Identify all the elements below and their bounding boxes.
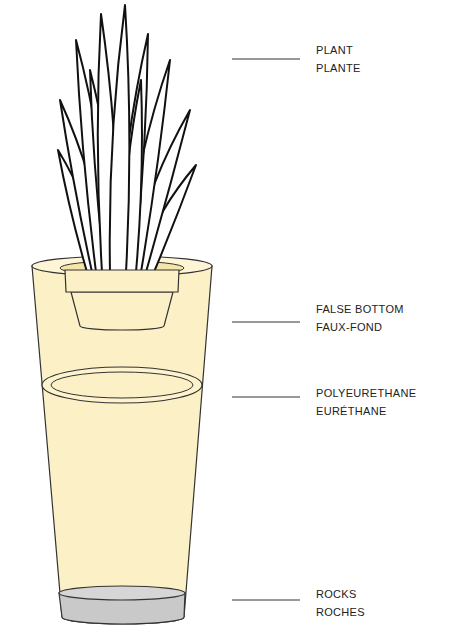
planter-body [32,266,212,624]
rock-top [59,586,185,600]
part-label: ROCKS [316,588,357,601]
plant-leaves [58,5,196,272]
leader-line [232,600,300,601]
part-label: POLYEURETHANE [316,387,416,400]
part-label: FAUX-FOND [316,321,382,334]
part-label: ROCHES [316,606,365,619]
false-bottom-rim [65,270,179,292]
part-label: EURÉTHANE [316,405,387,418]
leader-line [232,322,300,323]
false-bottom-pot [71,292,173,330]
leader-line [232,397,300,398]
leaf [110,5,130,272]
polyurethane-inner [51,372,193,398]
leader-line [232,59,300,60]
polyurethane-top [42,367,202,403]
part-label: PLANT [316,44,353,57]
part-label: FALSE BOTTOM [316,303,404,316]
part-label: PLANTE [316,62,361,75]
leader-lines [232,59,300,600]
